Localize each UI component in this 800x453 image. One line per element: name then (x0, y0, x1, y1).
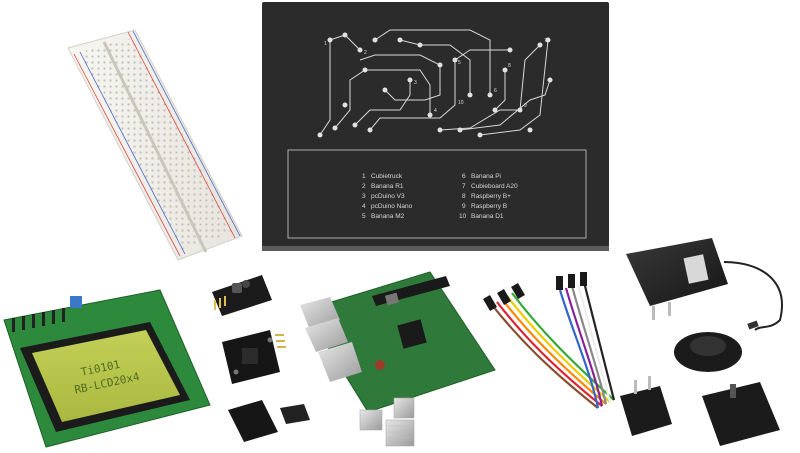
svg-text:4: 4 (434, 108, 437, 114)
lcd-screen (32, 330, 180, 422)
legend-num: 10 (459, 213, 467, 220)
template-legend-left: 1 Cubietruck 2 Banana R1 3 pcDuino V3 4 … (362, 173, 413, 220)
legend-num: 9 (462, 203, 466, 210)
legend-num: 6 (462, 173, 466, 180)
plug-adapter-uk (702, 382, 780, 446)
legend-num: 7 (462, 183, 466, 190)
breadboard-center-channel (102, 41, 208, 253)
legend-name: Banana R1 (371, 183, 404, 190)
template-pin-labels: 1 2 3 4 5 6 7 8 9 10 (324, 38, 547, 114)
heatsink (393, 397, 415, 419)
svg-text:6: 6 (494, 88, 497, 94)
svg-text:2: 2 (364, 50, 367, 56)
heatsinks (359, 397, 415, 447)
legend-name: Cubietruck (371, 173, 403, 180)
breadboard-red-rail (73, 53, 181, 257)
legend-num: 8 (462, 193, 466, 200)
svg-text:8: 8 (508, 63, 511, 69)
legend-name: Cubieboard A20 (471, 183, 518, 190)
legend-name: Banana M2 (371, 213, 405, 220)
template-legend-right: 6 Banana Pi 7 Cubieboard A20 8 Raspberry… (459, 173, 518, 220)
lcd-header-pins (12, 308, 65, 332)
legend-name: Banana Pi (471, 173, 501, 180)
heatsink (359, 409, 383, 431)
mounting-template-board: 1 2 3 4 5 6 7 8 9 10 1 Cubietruck 2 Bana… (262, 2, 609, 251)
svg-text:10: 10 (458, 100, 464, 106)
charger-cable (723, 261, 783, 331)
power-supply-charger (626, 238, 783, 331)
legend-name: pcDuino Nano (371, 203, 413, 210)
svg-text:3: 3 (414, 80, 417, 86)
legend-name: Banana D1 (471, 213, 504, 220)
legend-num: 3 (362, 193, 366, 200)
plug-adapter-us (620, 376, 672, 436)
micro-usb-plug (747, 320, 759, 330)
breadboard (67, 29, 243, 261)
plug-adapter-eu (674, 332, 742, 372)
soc-chip (397, 319, 427, 349)
lcd-potentiometer (70, 296, 82, 308)
raspberry-logo (375, 360, 385, 370)
ethernet-port (318, 342, 362, 382)
charger-label (683, 254, 709, 284)
legend-name: pcDuino V3 (371, 193, 405, 200)
legend-num: 2 (362, 183, 366, 190)
raspberry-pi-board (300, 271, 496, 413)
template-legend-box (287, 149, 587, 239)
usb-port (305, 318, 348, 352)
template-pins (317, 32, 553, 138)
rtc-module (222, 330, 286, 384)
svg-text:1: 1 (324, 41, 327, 47)
legend-name: Raspberry B (471, 203, 507, 210)
legend-num: 5 (362, 213, 366, 220)
jumper-wires (483, 272, 616, 409)
sd-card-adapter (228, 400, 278, 442)
legend-name: Raspberry B+ (471, 193, 511, 200)
breadboard-blue-rail (79, 51, 186, 255)
svg-text:9: 9 (524, 103, 527, 109)
lcd-display-module: Ti0101 RB-LCD20x4 (3, 289, 211, 448)
ir-receiver-module (212, 275, 272, 316)
microsd-card (280, 404, 310, 424)
heatsink (385, 419, 415, 447)
svg-text:7: 7 (544, 38, 547, 44)
svg-text:5: 5 (458, 60, 461, 66)
template-traces (319, 29, 551, 136)
legend-num: 4 (362, 203, 366, 210)
legend-num: 1 (362, 173, 366, 180)
